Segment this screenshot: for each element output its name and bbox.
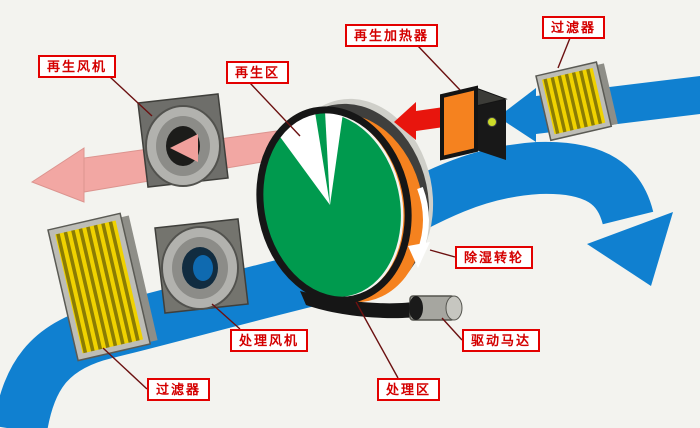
process-fan	[154, 218, 249, 314]
drive-belt	[300, 291, 426, 319]
hot-air-arrowhead	[394, 102, 416, 140]
regen-intake-arrowhead	[498, 88, 536, 142]
heater-indicator-light	[487, 117, 497, 127]
leader-motor	[441, 317, 463, 341]
label-process-fan: 处理风机	[230, 329, 309, 352]
process-fan-airflow	[193, 255, 213, 281]
drive-belt-motor	[300, 291, 463, 321]
leader-process-zone	[355, 301, 399, 379]
label-process-zone: 处理区	[377, 378, 441, 401]
leader-process-fan	[211, 303, 241, 330]
wheel-belt-ring	[256, 106, 412, 304]
filter-bottom	[47, 212, 158, 362]
exhaust-arrowhead	[30, 147, 85, 203]
supply-air-arrowhead	[587, 212, 673, 286]
regen-heater	[440, 85, 508, 161]
label-filter-bottom: 过滤器	[147, 378, 211, 401]
heater-front	[440, 85, 478, 161]
leader-filter-top	[557, 37, 571, 69]
filter-top-pleats	[543, 68, 603, 134]
hot-air-band	[416, 107, 444, 131]
leader-regen-fan	[109, 76, 153, 117]
rotation-arrow-head	[408, 242, 430, 268]
label-dehumid-wheel: 除湿转轮	[455, 246, 534, 269]
regeneration-fan	[137, 93, 229, 188]
label-filter-top: 过滤器	[542, 16, 606, 39]
label-regen-zone: 再生区	[226, 61, 290, 84]
filter-bottom-pleats	[56, 221, 140, 354]
leader-regen-zone	[249, 82, 301, 137]
hot-air-arrow	[394, 102, 444, 140]
label-drive-motor: 驱动马达	[462, 329, 541, 352]
leader-lines	[102, 37, 571, 390]
leader-wheel	[429, 249, 456, 258]
regen-fan-flow-arrow	[170, 134, 198, 162]
filter-bottom-side	[119, 215, 158, 343]
desiccant-wheel	[256, 98, 434, 304]
wheel-sector-divider	[325, 110, 343, 205]
label-regen-fan: 再生风机	[38, 55, 117, 78]
wheel-regen-sector	[278, 112, 330, 205]
leader-filter-bottom	[102, 347, 148, 390]
label-regen-heater: 再生加热器	[345, 24, 439, 47]
belt-pulley	[409, 296, 423, 320]
filter-top	[535, 61, 618, 142]
motor-end-cap	[445, 295, 463, 321]
leader-regen-heater	[417, 45, 461, 91]
